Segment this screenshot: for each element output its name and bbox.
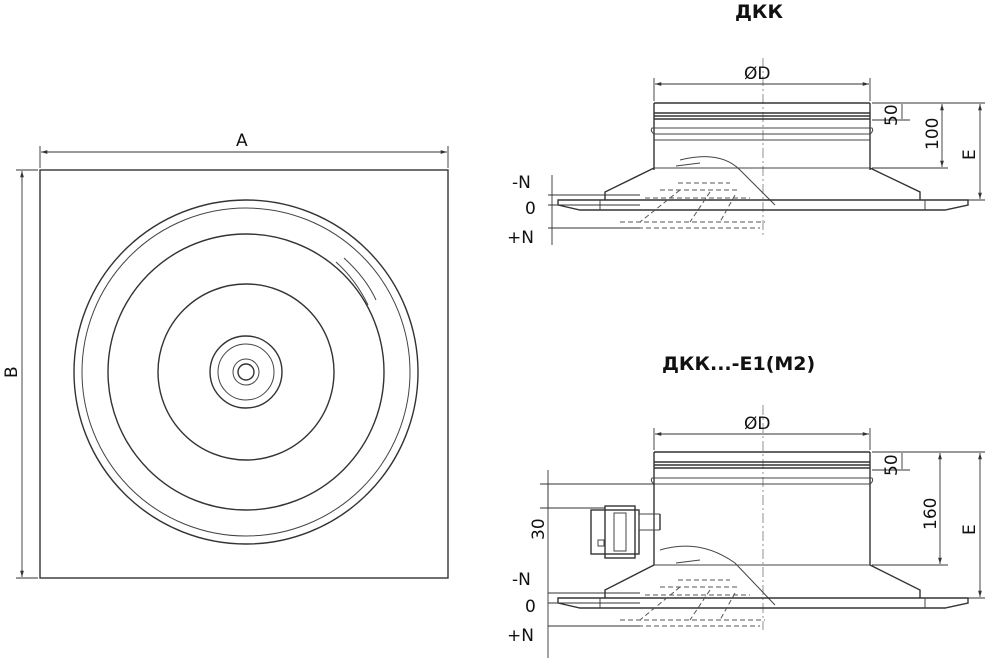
hub-ring-core — [232, 358, 260, 386]
inner-ring — [157, 283, 335, 461]
level-zero: 0 — [525, 199, 536, 219]
hub-ring-inner — [217, 343, 275, 401]
dim-label-160: 160 — [921, 498, 941, 530]
cone-e1 — [604, 564, 921, 598]
center-pin — [237, 363, 255, 381]
level-minus-n-e1: -N — [512, 570, 531, 590]
section-title-dkk: ДКК — [735, 1, 783, 23]
actuator — [590, 505, 661, 559]
cone — [604, 167, 921, 200]
section-dkk: ДКК -N 0 +N ØD — [507, 1, 985, 248]
dim-label-od: ØD — [744, 64, 770, 84]
dim-label-50: 50 — [882, 104, 902, 126]
hub-ring — [209, 335, 283, 409]
level-plus-n-e1: +N — [507, 626, 534, 646]
collar-e1 — [653, 451, 871, 565]
diffuser-curve-2 — [343, 257, 377, 301]
collar — [653, 102, 871, 170]
section-dkk-e1: ДКК...-E1(M2) — [507, 353, 985, 658]
plan-view: A B — [2, 131, 449, 579]
dim-label-b: B — [2, 366, 22, 378]
plate-outline — [39, 169, 449, 579]
dim-label-50-e1: 50 — [882, 454, 902, 476]
dim-label-a: A — [236, 131, 248, 151]
level-plus-n: +N — [507, 228, 534, 248]
diffuser-curve — [335, 261, 369, 306]
dim-label-30: 30 — [529, 518, 549, 540]
dim-label-100: 100 — [923, 118, 943, 150]
dim-label-e: E — [960, 149, 980, 160]
level-zero-e1: 0 — [525, 597, 536, 617]
section-title-dkk-e1: ДКК...-E1(M2) — [662, 353, 815, 375]
outer-ring-inner — [81, 207, 411, 537]
outer-ring — [73, 199, 419, 545]
dim-label-od-e1: ØD — [744, 414, 770, 434]
dim-label-e-e1: E — [960, 524, 980, 535]
level-minus-n: -N — [512, 173, 531, 193]
middle-ring — [107, 233, 385, 511]
